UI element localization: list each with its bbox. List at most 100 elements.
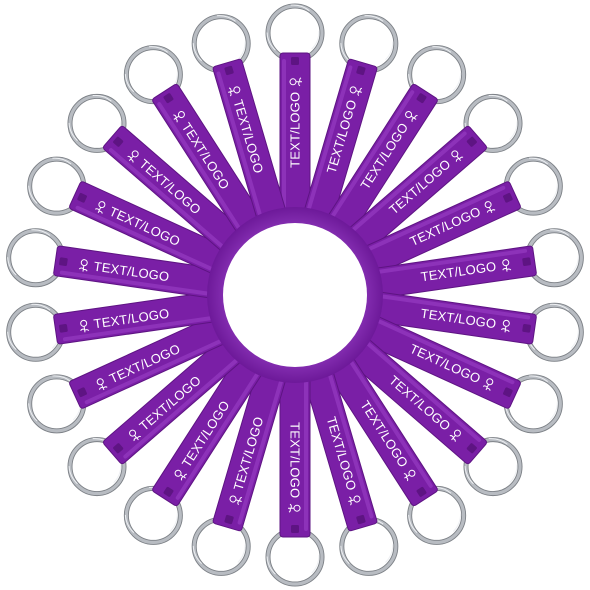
flower-icon — [229, 495, 242, 506]
flower-stem — [99, 384, 108, 391]
flower-bloom — [96, 378, 104, 386]
flower-icon — [174, 469, 187, 481]
strap-highlight — [282, 59, 286, 209]
flower-bloom — [349, 86, 357, 94]
flower-bloom — [98, 201, 106, 209]
strap-slot — [522, 323, 531, 333]
flower-stem — [482, 384, 491, 391]
print-text-logo: TEXT/LOGO — [288, 422, 303, 498]
strap-slot — [356, 514, 366, 525]
ring-body — [525, 303, 583, 361]
keychain-strap: TEXT/LOGO — [212, 369, 287, 532]
center-hole — [223, 223, 367, 367]
strap-highlight — [62, 316, 212, 342]
strap-highlight — [381, 294, 531, 320]
flower-stem — [288, 503, 294, 513]
flower-stem — [228, 87, 235, 97]
flower-icon — [96, 378, 108, 391]
strap-highlight — [59, 270, 209, 296]
flower-bloom — [405, 111, 413, 119]
print-text-logo: TEXT/LOGO — [288, 92, 303, 168]
strap-highlight — [307, 65, 353, 210]
split-ring — [265, 3, 325, 63]
keychain-strap: TEXT/LOGO — [53, 291, 217, 345]
flower-icon — [288, 503, 301, 513]
ring-shine — [525, 303, 579, 357]
flower-stem — [410, 115, 418, 122]
flower-icon — [95, 201, 106, 214]
ring-body — [266, 528, 324, 586]
flower-icon — [403, 469, 416, 482]
strap-highlight — [328, 374, 374, 519]
strap-slot — [163, 93, 174, 104]
ring-shine — [504, 375, 558, 429]
flower-stem — [455, 155, 464, 162]
keychain-strap: TEXT/LOGO — [279, 376, 311, 538]
strap-highlight — [304, 381, 308, 531]
flower-icon — [349, 86, 363, 97]
flower-bloom — [453, 429, 461, 437]
split-ring — [524, 228, 584, 288]
strap-highlight — [108, 148, 224, 248]
ring-shine — [124, 46, 178, 100]
flower-bloom — [174, 469, 182, 477]
ring-body — [464, 437, 522, 496]
ring-shine — [340, 15, 394, 69]
strap-highlight — [378, 248, 528, 274]
strap-slot — [77, 387, 87, 398]
strap-slot — [113, 443, 124, 454]
flower-stem — [355, 87, 363, 97]
ring-shine — [464, 94, 518, 148]
ring-shine — [504, 157, 558, 211]
strap-highlight — [175, 372, 259, 500]
flower-bloom — [353, 495, 361, 503]
strap-slot — [466, 136, 477, 147]
flower-icon — [129, 429, 142, 442]
strap-slot — [503, 387, 513, 398]
strap-highlight — [123, 358, 238, 459]
flower-stem — [95, 207, 103, 214]
ring-body — [68, 94, 126, 153]
flower-stem — [486, 207, 496, 214]
ring-body — [464, 94, 522, 153]
keychain-strap: TEXT/LOGO — [347, 125, 487, 252]
flower-stem — [235, 496, 242, 506]
strap-slot — [224, 65, 234, 76]
split-ring — [67, 93, 127, 153]
ring-body — [7, 303, 65, 361]
keychain-strap: TEXT/LOGO — [69, 315, 227, 409]
flower-stem — [133, 435, 142, 442]
ring-shine — [525, 229, 579, 283]
strap-slot — [356, 65, 366, 76]
strap-print: TEXT/LOGO — [288, 422, 303, 513]
strap-slot — [224, 514, 234, 525]
strap-slot — [291, 525, 299, 533]
keychain-strap: TEXT/LOGO — [373, 245, 537, 299]
strap-slot — [163, 486, 174, 497]
flower-bloom — [80, 319, 88, 327]
split-ring — [463, 93, 523, 153]
keychain-strap: TEXT/LOGO — [152, 356, 263, 507]
strap-highlight — [84, 339, 222, 405]
flower-stem — [180, 473, 187, 481]
keychain-strap: TEXT/LOGO — [279, 52, 311, 214]
strap-highlight — [75, 205, 213, 271]
ring-shine — [68, 438, 122, 492]
strap-slot — [59, 257, 68, 267]
strap-slot — [416, 486, 427, 497]
flower-bloom — [129, 429, 137, 437]
flower-icon — [127, 150, 139, 163]
ring-body — [525, 229, 583, 287]
strap-slot — [466, 443, 477, 454]
flower-stem — [80, 326, 90, 333]
strap-highlight — [237, 380, 283, 525]
strap-slot — [503, 192, 513, 203]
strap-slot — [291, 57, 299, 65]
flower-stem — [296, 77, 302, 87]
flower-stem — [348, 496, 355, 506]
strap-print: TEXT/LOGO — [288, 77, 303, 168]
strap-highlight — [349, 361, 433, 488]
keychain-strap: TEXT/LOGO — [53, 245, 217, 299]
